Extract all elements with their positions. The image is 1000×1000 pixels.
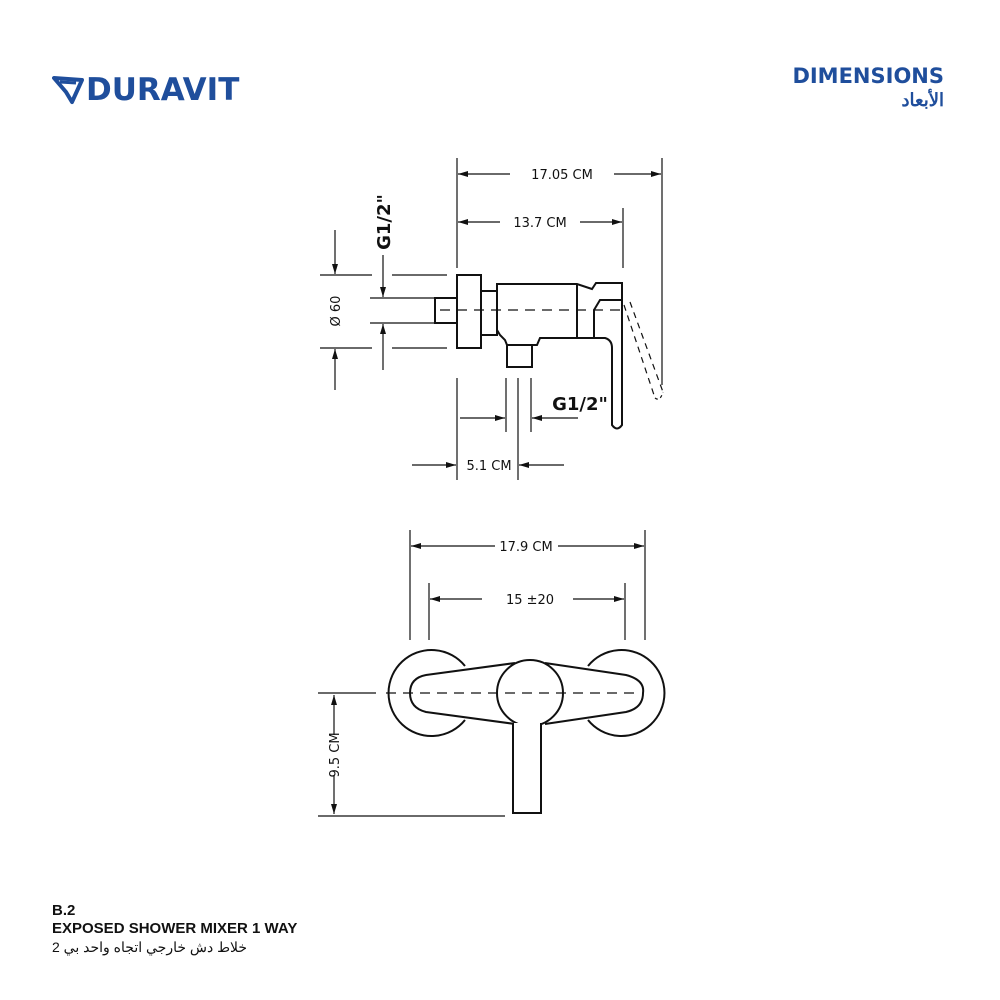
product-caption: B.2 EXPOSED SHOWER MIXER 1 WAY خلاط دش خ… bbox=[52, 902, 297, 956]
header-title: DIMENSIONS bbox=[792, 64, 944, 88]
outlet-thread-label: G1/2" bbox=[552, 394, 608, 415]
overall-width-label: 17.9 CM bbox=[499, 540, 552, 555]
header-title-arabic: الأبعاد bbox=[901, 90, 944, 110]
overall-length-label: 17.05 CM bbox=[531, 168, 593, 183]
product-name-arabic: خلاط دش خارجي اتجاه واحد بي 2 bbox=[52, 939, 248, 955]
brand-name: DURAVIT bbox=[86, 72, 240, 108]
product-name: EXPOSED SHOWER MIXER 1 WAY bbox=[52, 920, 298, 937]
height-label: 9.5 CM bbox=[328, 732, 343, 777]
diameter-label: Ø 60 bbox=[329, 296, 344, 327]
body-length-label: 13.7 CM bbox=[513, 216, 566, 231]
outlet-offset-label: 5.1 CM bbox=[466, 459, 511, 474]
center-distance-label: 15 ±20 bbox=[506, 593, 554, 608]
side-view bbox=[320, 158, 664, 480]
duravit-logo: DURAVIT bbox=[52, 72, 239, 108]
product-code: B.2 bbox=[52, 902, 76, 919]
front-view bbox=[318, 530, 666, 817]
duravit-bird-icon bbox=[52, 76, 84, 104]
page-header: DIMENSIONS الأبعاد bbox=[792, 64, 944, 111]
inlet-thread-label: G1/2" bbox=[374, 194, 395, 250]
